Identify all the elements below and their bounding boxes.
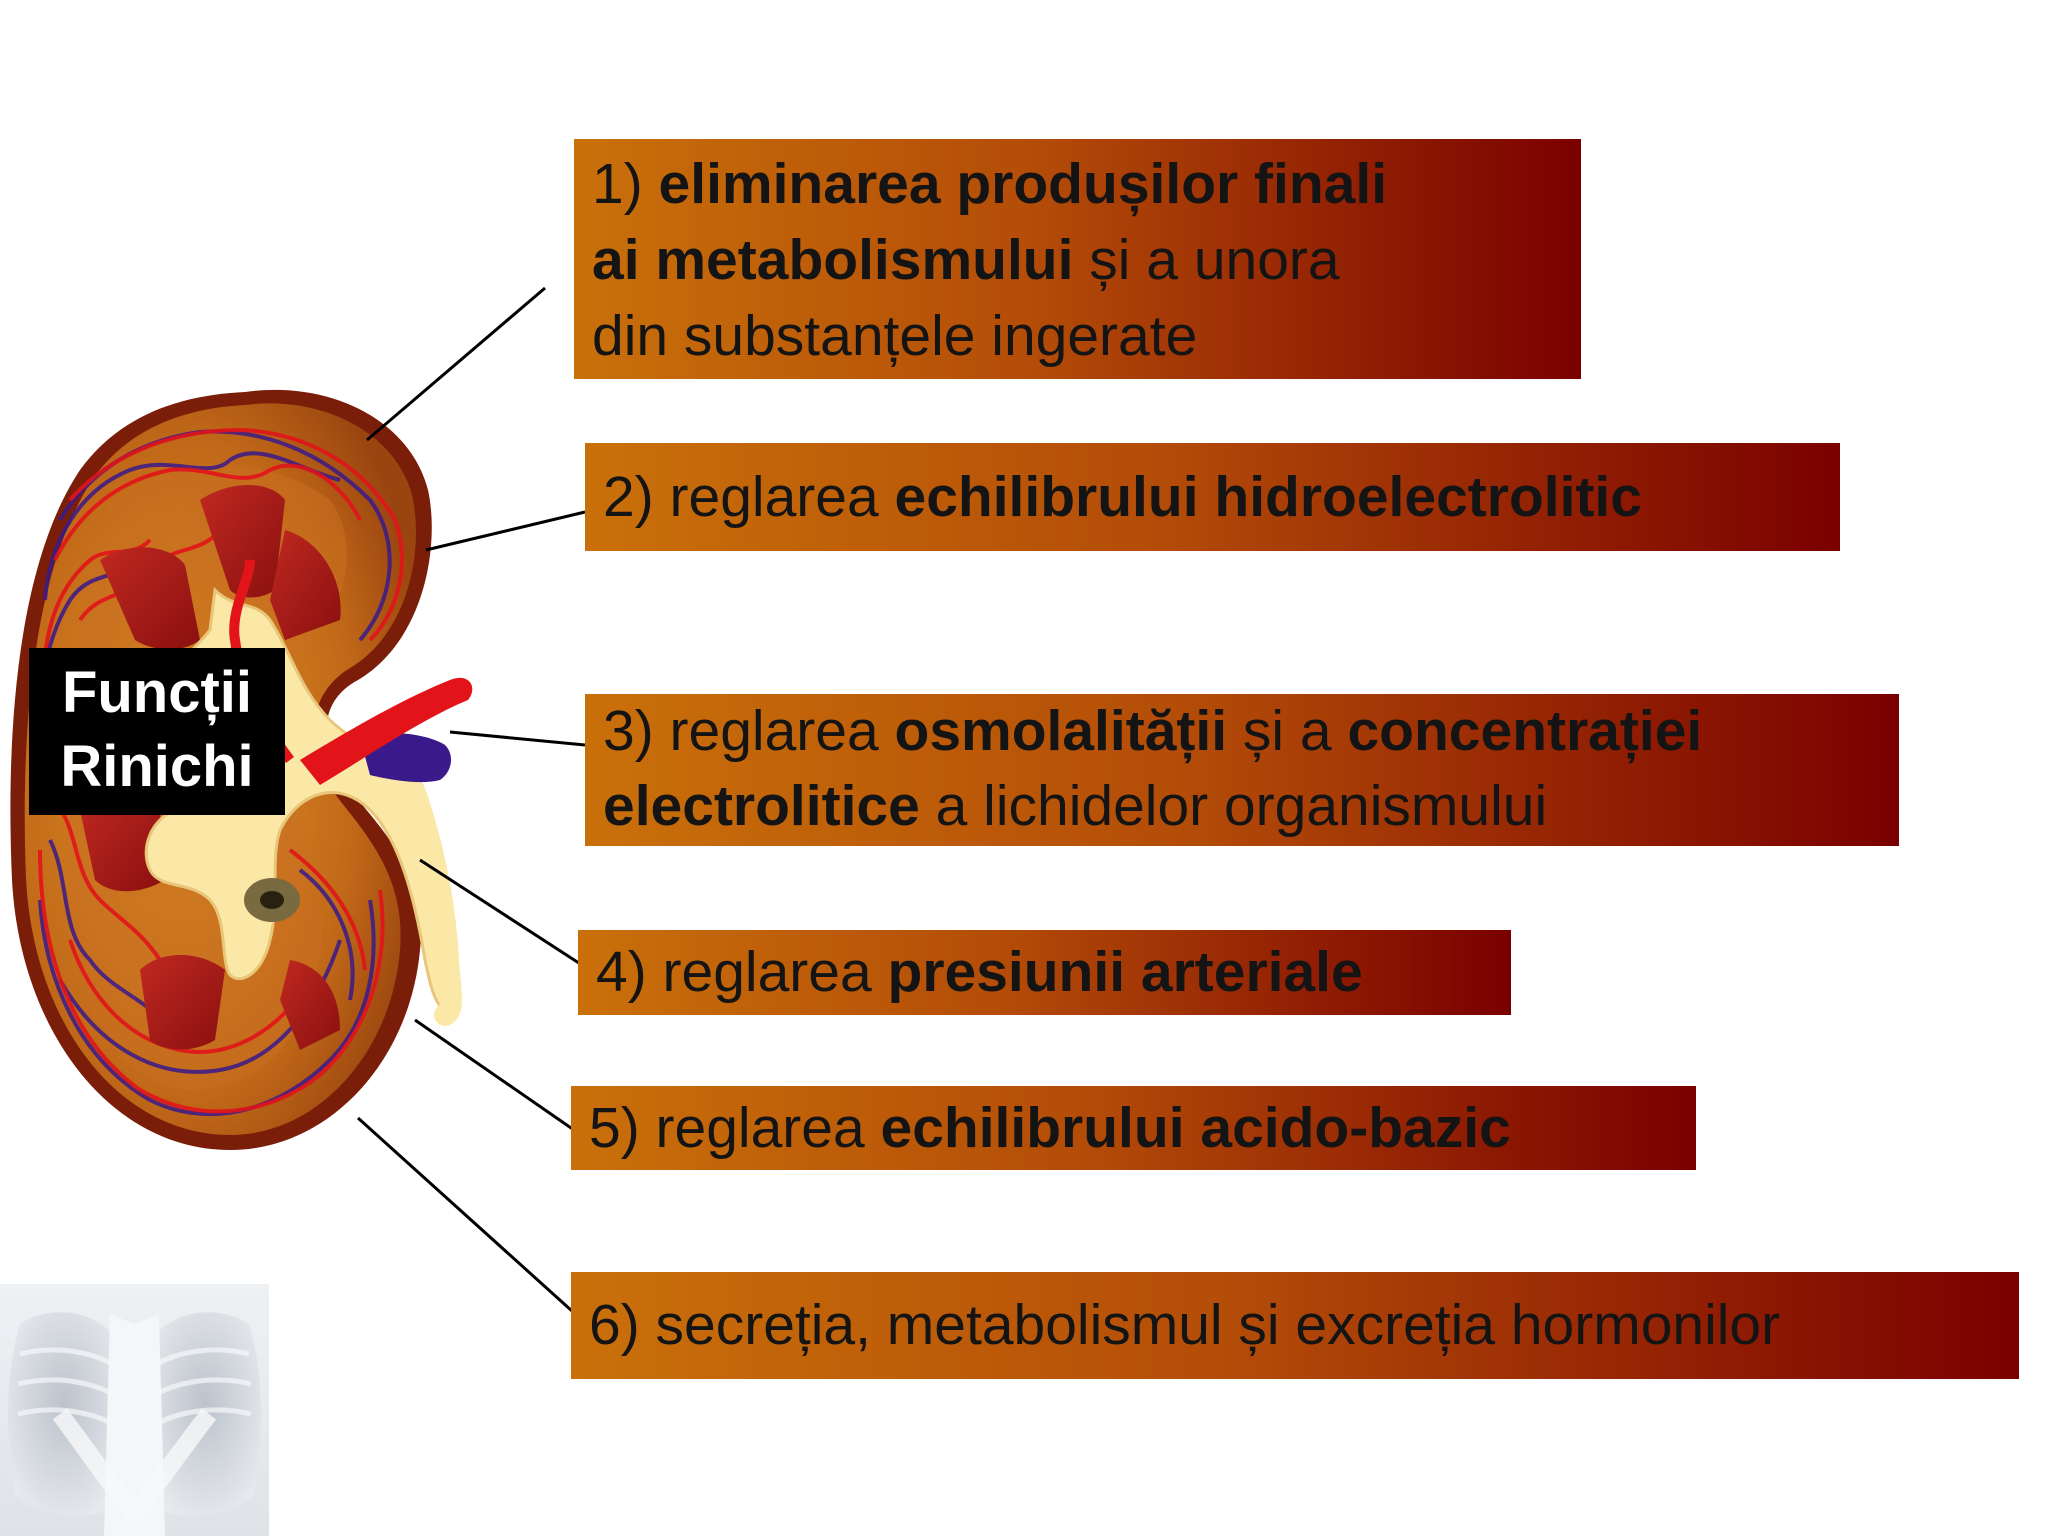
function-5-plain: reglarea	[639, 1095, 881, 1160]
function-3-bold-3: electrolitice	[603, 774, 920, 838]
leader-line-3	[449, 730, 586, 747]
function-3-bold-2: concentrației	[1347, 699, 1703, 763]
leader-line-5	[414, 1018, 575, 1132]
function-box-6: 6) secreția, metabolismul și excreția ho…	[571, 1272, 2019, 1379]
function-1-bold-2: ai metabolismului	[592, 228, 1074, 292]
function-1-bold-1: eliminarea produșilor finali	[658, 152, 1388, 216]
function-1-line-3: din substanțele ingerate	[592, 304, 1198, 368]
leader-line-1	[366, 286, 546, 442]
function-3-plain: reglarea	[653, 699, 895, 763]
title-line-2: Rinichi	[60, 734, 254, 799]
function-3-mid: și a	[1227, 699, 1348, 763]
ureter	[399, 769, 462, 1026]
function-3-bold-1: osmolalității	[894, 699, 1228, 763]
function-4-bold: presiunii arteriale	[887, 940, 1363, 1004]
kidney-icon	[10, 389, 473, 1151]
function-2-bold: echilibrului hidroelectrolitic	[894, 464, 1642, 529]
function-1-number: 1)	[592, 152, 643, 216]
function-box-3: 3) reglarea osmolalității și a concentra…	[585, 694, 1899, 846]
function-5-number: 5)	[589, 1095, 640, 1160]
function-4-plain: reglarea	[646, 940, 888, 1004]
function-box-5: 5) reglarea echilibrului acido-bazic	[571, 1086, 1696, 1170]
function-5-bold: echilibrului acido-bazic	[880, 1095, 1511, 1160]
function-6-text: secreția, metabolismul și excreția hormo…	[639, 1293, 1781, 1357]
title-label: Funcții Rinichi	[29, 648, 285, 815]
leader-lines	[356, 286, 586, 1322]
function-box-2: 2) reglarea echilibrului hidroelectrolit…	[585, 443, 1840, 551]
function-box-1: 1) eliminarea produșilor finali ai metab…	[574, 139, 1581, 379]
leader-line-2	[425, 510, 586, 552]
renal-pyramids	[80, 485, 341, 1050]
function-2-number: 2)	[603, 464, 654, 529]
renal-artery	[300, 677, 473, 785]
title-line-1: Funcții	[61, 660, 253, 725]
leader-line-6	[356, 1116, 584, 1322]
chest-xray-icon	[0, 1284, 269, 1536]
leader-line-4	[419, 858, 586, 969]
function-3-rest: a lichidelor organismului	[919, 774, 1548, 838]
function-box-4: 4) reglarea presiunii arteriale	[578, 930, 1511, 1015]
function-6-number: 6)	[589, 1293, 640, 1357]
function-4-number: 4)	[596, 940, 647, 1004]
function-2-plain: reglarea	[653, 464, 895, 529]
function-3-number: 3)	[603, 699, 654, 763]
function-1-rest-2: și a unora	[1073, 228, 1340, 292]
